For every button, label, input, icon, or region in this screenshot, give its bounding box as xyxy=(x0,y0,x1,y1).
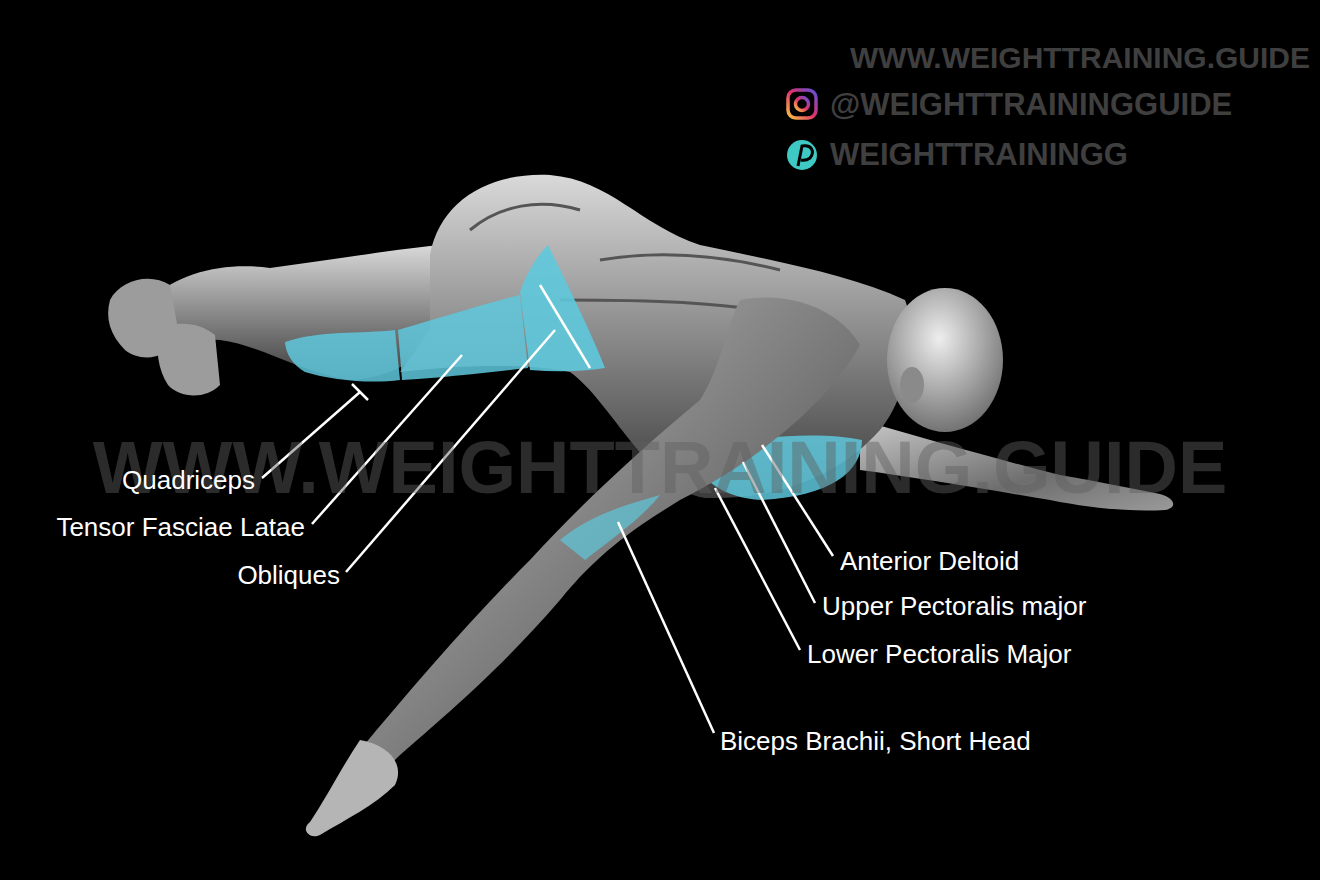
muscle-label: Biceps Brachii, Short Head xyxy=(720,727,1031,756)
muscle-label: Upper Pectoralis major xyxy=(822,592,1086,621)
muscle-label: Lower Pectoralis Major xyxy=(807,640,1071,669)
website-header: WWW.WEIGHTTRAINING.GUIDE xyxy=(850,41,1310,74)
obliques-muscle xyxy=(520,245,605,371)
muscle-label: Obliques xyxy=(237,561,340,590)
instagram-handle: @WEIGHTTRAININGGUIDE xyxy=(830,88,1232,122)
instagram-icon-lens xyxy=(796,98,809,111)
head xyxy=(887,288,1003,432)
instagram-icon xyxy=(788,90,816,118)
pinterest-handle: WEIGHTTRAININGG xyxy=(830,138,1128,172)
muscle-label: Quadriceps xyxy=(122,466,255,495)
muscle-label: Tensor Fasciae Latae xyxy=(56,513,305,542)
muscle-label: Anterior Deltoid xyxy=(840,547,1019,576)
near-hand xyxy=(306,740,398,836)
watermark: WWW.WEIGHTTRAINING.GUIDE xyxy=(93,427,1228,508)
pinterest-icon-glyph xyxy=(798,146,812,166)
ear xyxy=(900,367,924,403)
quadriceps-muscle xyxy=(285,330,400,382)
feet xyxy=(108,279,220,396)
leader-lines xyxy=(262,285,833,733)
tensor-fasciae-latae-muscle xyxy=(398,295,528,380)
pinterest-icon xyxy=(787,140,817,170)
